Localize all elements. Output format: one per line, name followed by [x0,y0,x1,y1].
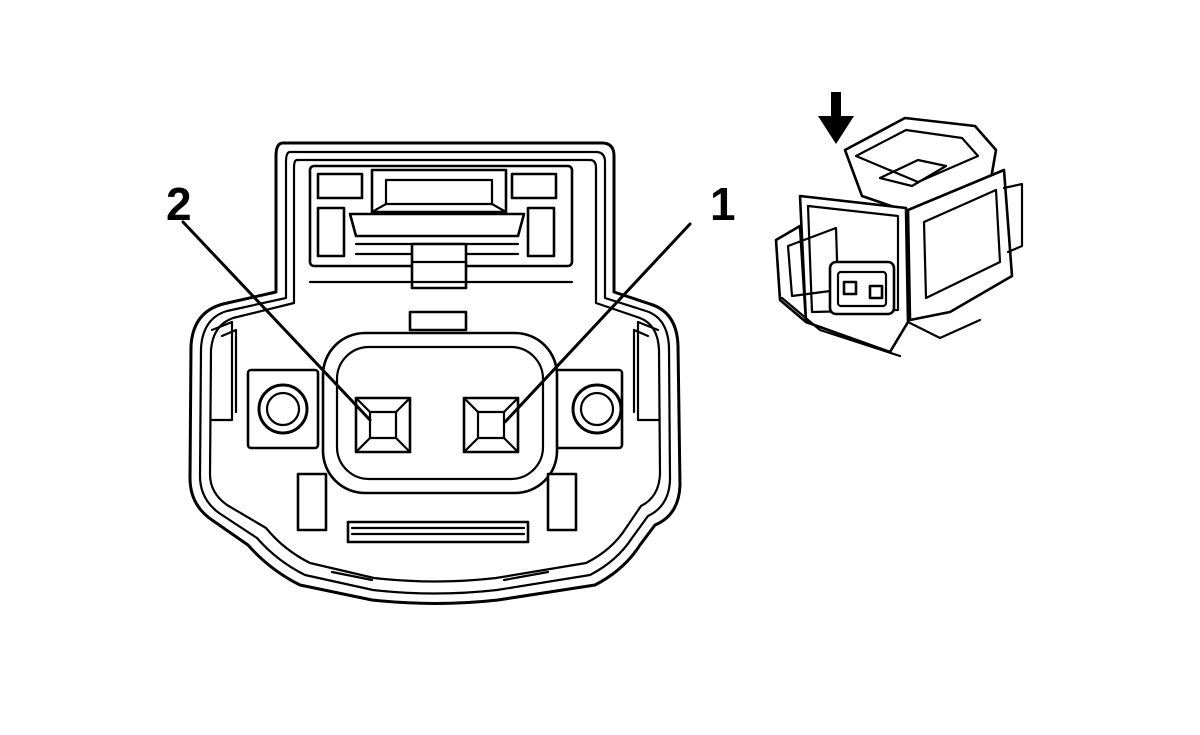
pin-2-leader-line [181,220,372,422]
lower-right-post [546,472,578,532]
lower-groove-left [330,570,374,582]
left-side-groove-inner [220,328,238,414]
connector-iso-view [774,116,1024,358]
down-arrow-icon [818,92,854,144]
right-side-groove [636,320,660,422]
left-side-groove [210,320,234,422]
latch-assembly [308,164,574,290]
lower-groove-right [502,570,550,582]
iso-pin-1 [868,284,884,300]
lower-left-post [296,472,328,532]
key-slot [408,310,468,332]
connector-face-view [188,141,682,605]
pin-2-label: 2 [166,178,192,230]
housing-outline-mid [198,150,672,595]
right-side-groove-inner [632,328,650,414]
right-mounting-ear [550,368,624,450]
pin-2-terminal [354,396,412,454]
pin-1-leader-line [503,222,692,424]
lower-rib-bar [346,520,530,544]
pin-1-terminal [462,396,520,454]
housing-outline-outer [188,141,682,605]
left-mounting-ear [246,368,320,450]
iso-pin-2 [842,280,858,296]
terminal-shroud-inner [335,345,545,481]
pin-1-label: 1 [710,178,736,230]
